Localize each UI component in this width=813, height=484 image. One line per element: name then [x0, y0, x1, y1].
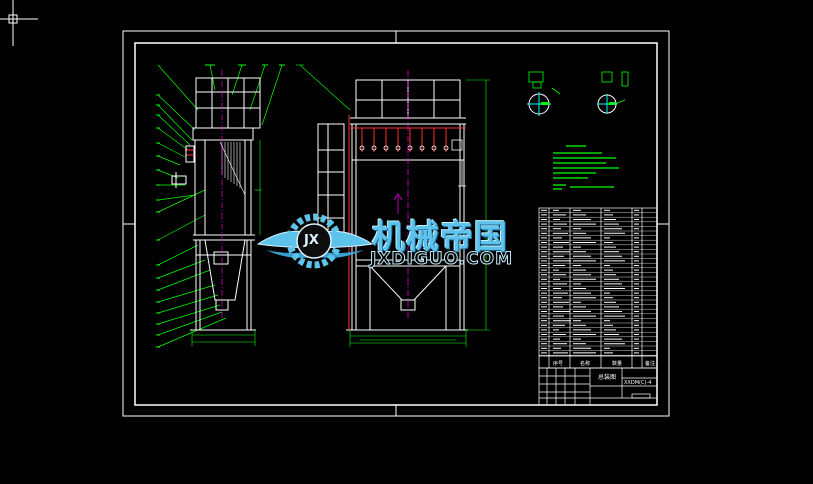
- watermark-latin-text: JXDIGUO.COM: [369, 249, 514, 270]
- watermark-chinese-text: 机械帝国: [372, 217, 508, 256]
- header-cell-name: 名称: [580, 361, 591, 367]
- crosshair-cursor-icon: [0, 0, 38, 46]
- header-cell-no: 序号: [553, 361, 564, 367]
- title-block: [538, 367, 658, 406]
- drawing-name: 总装图: [598, 374, 617, 381]
- left-balloon-marks: [156, 64, 285, 348]
- header-cell-qty: 数量: [612, 361, 623, 367]
- drawing-code: XXDM(C)-4: [624, 380, 652, 386]
- left-side-elevation: [156, 64, 285, 348]
- gear-wings-emblem-icon: [256, 213, 374, 269]
- technical-notes: [553, 145, 619, 190]
- detail-views: [527, 71, 629, 190]
- emblem-letters: JX: [304, 233, 319, 248]
- parts-list-rows: [539, 212, 657, 357]
- watermark: 机械帝国 JXDIGUO.COM: [258, 208, 558, 274]
- left-part-leaders: [157, 64, 283, 348]
- front-elevation: [296, 64, 490, 347]
- header-cell-remark: 备注: [645, 361, 656, 367]
- parts-list-entries: [541, 209, 639, 354]
